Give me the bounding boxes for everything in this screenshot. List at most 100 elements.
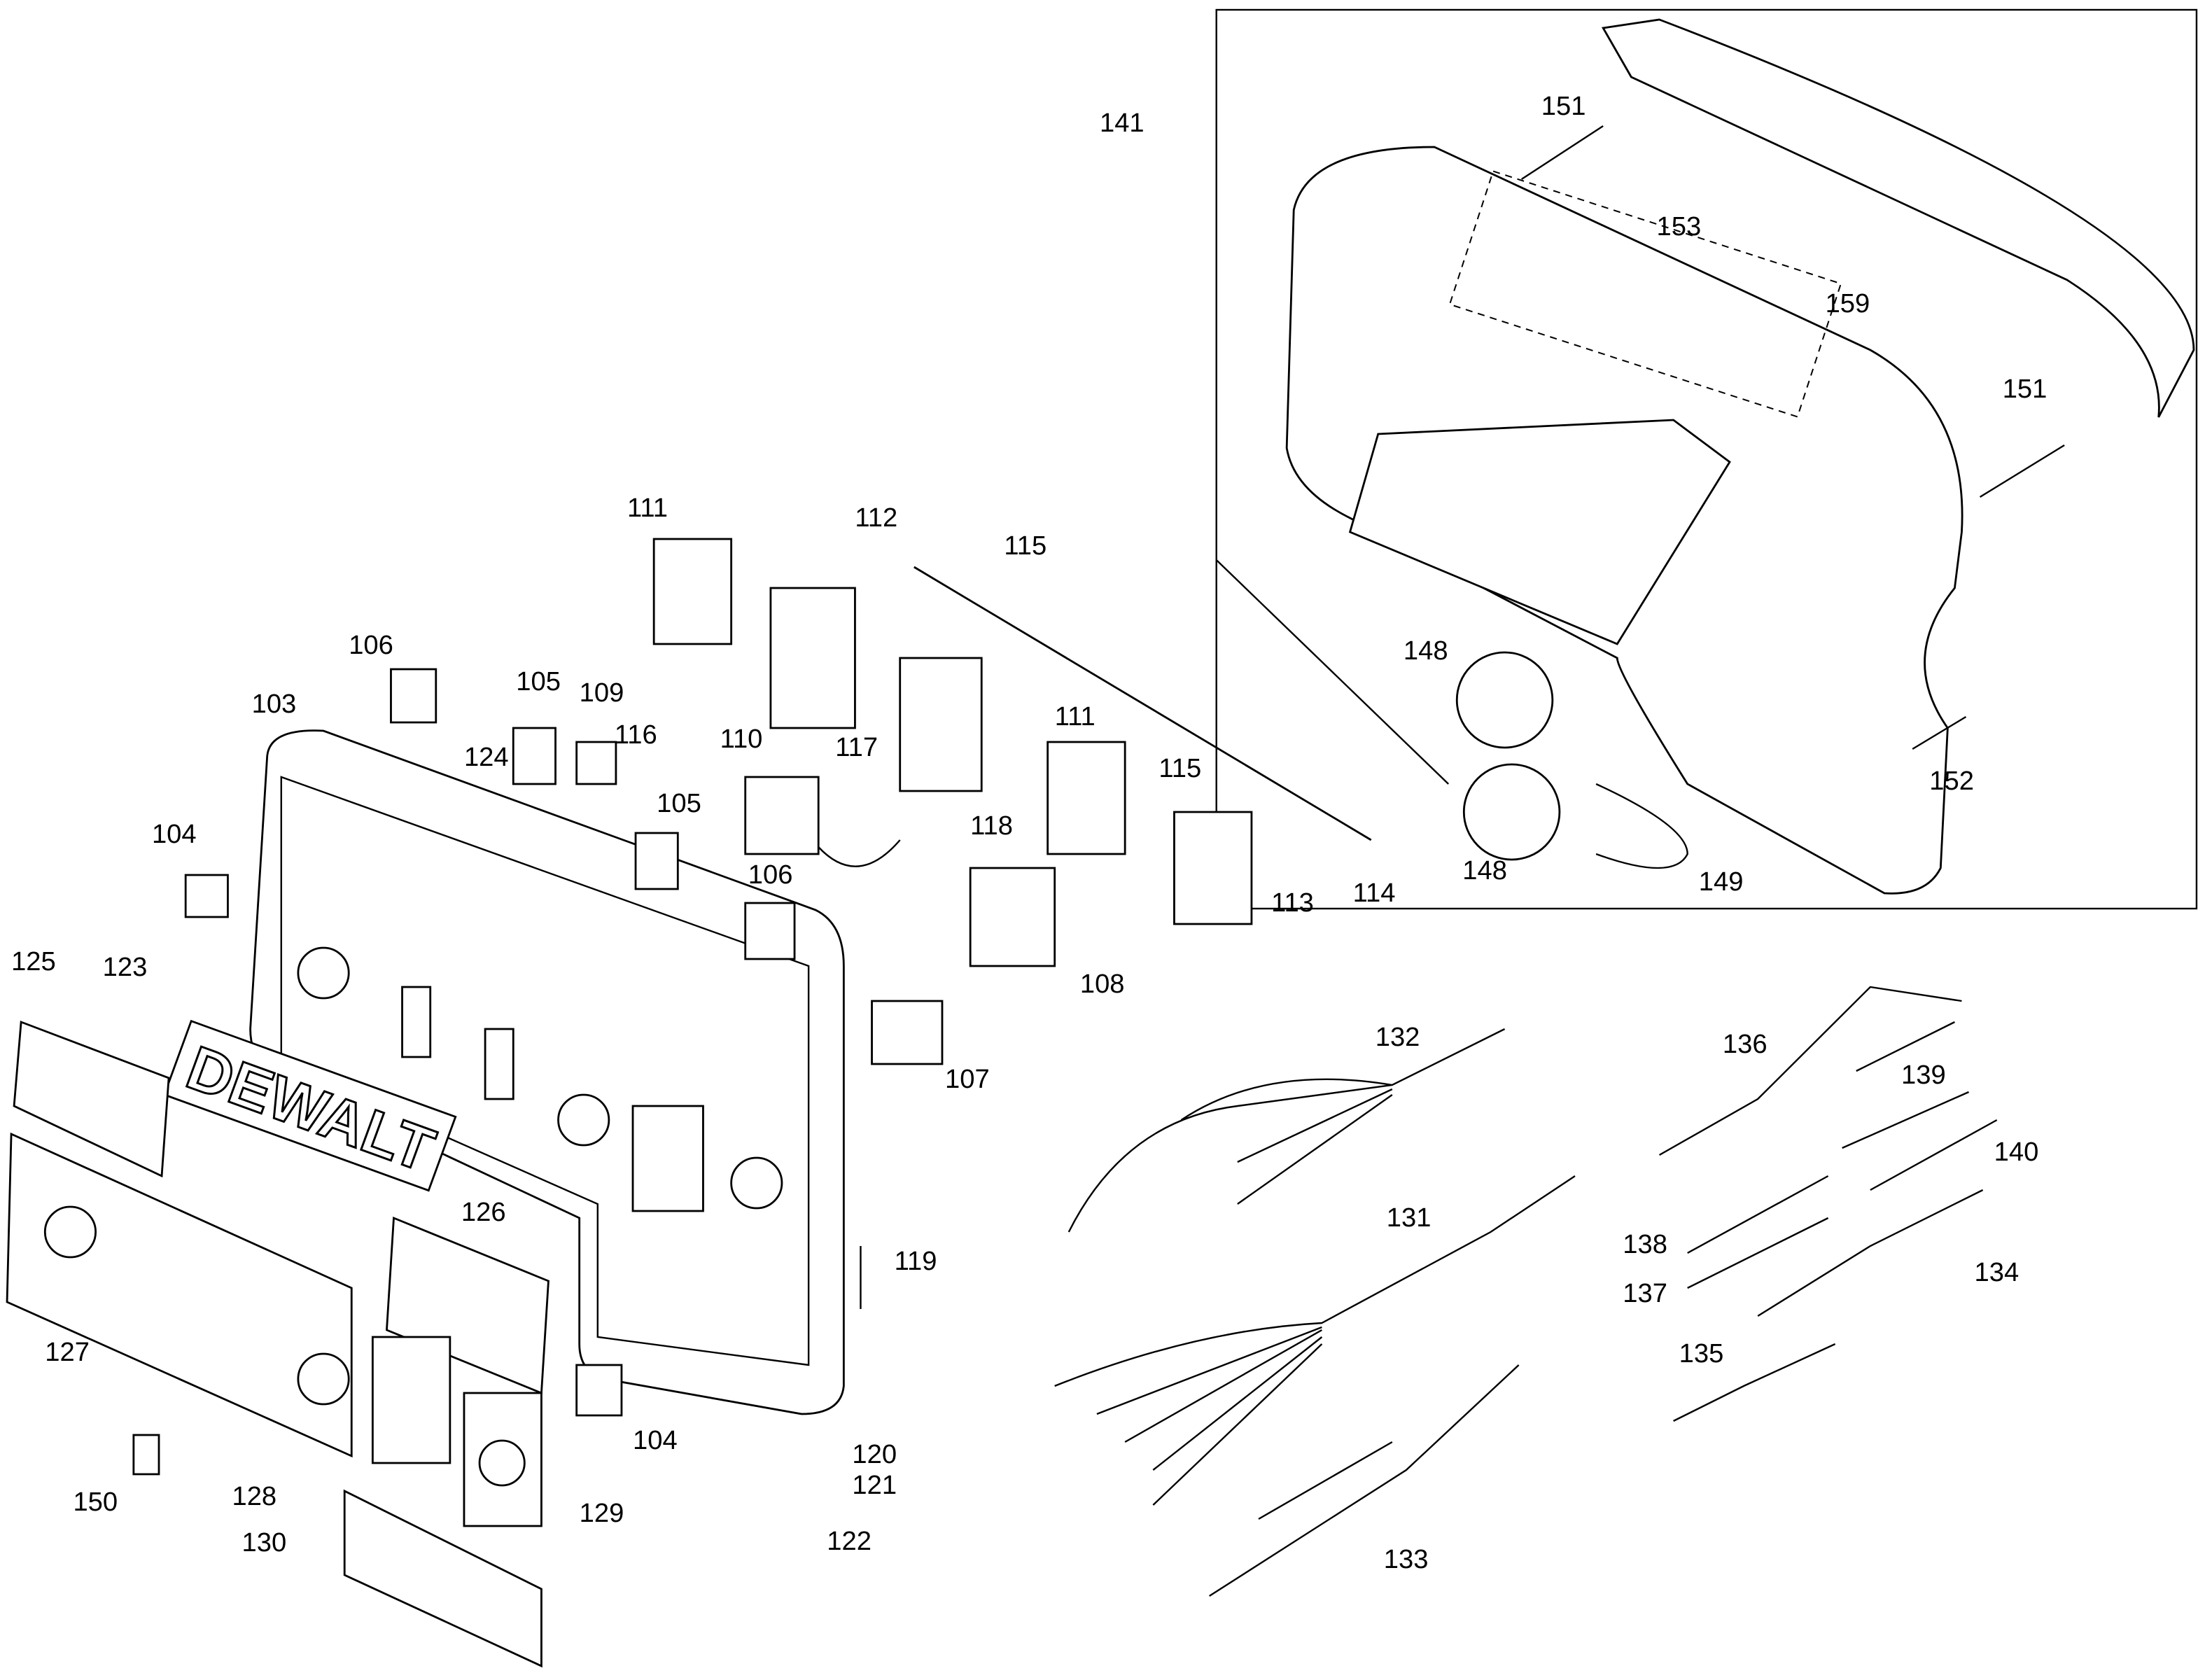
part-label-121: 121 (852, 1471, 897, 1500)
part-label-126: 126 (461, 1198, 506, 1227)
part-label-107: 107 (945, 1065, 990, 1094)
harness-132 (1068, 1028, 1506, 1233)
part-label-104: 104 (633, 1426, 678, 1455)
receptacle-111b (1046, 741, 1126, 855)
capacitor-top (1455, 651, 1554, 749)
part-label-122: 122 (827, 1527, 872, 1556)
bolt-151-b (1979, 444, 2065, 498)
part-label-111: 111 (627, 493, 668, 523)
decal-125 (13, 1021, 170, 1178)
transformer-block (1348, 419, 1731, 645)
part-label-124: 124 (464, 743, 509, 772)
assembly-141-frame (1215, 8, 2198, 910)
gfci-112 (769, 587, 856, 729)
part-label-131: 131 (1387, 1203, 1432, 1233)
harness-134 (1757, 1189, 1984, 1317)
part-label-125: 125 (11, 947, 56, 976)
panel-slot (401, 986, 432, 1058)
part-label-106: 106 (748, 860, 793, 890)
device-108 (969, 867, 1056, 967)
part-label-141: 141 (1100, 108, 1144, 138)
part-label-108: 108 (1080, 969, 1125, 999)
panel-slot (484, 1028, 514, 1100)
part-label-104: 104 (152, 820, 197, 849)
decal-127 (6, 1132, 353, 1458)
part-label-139: 139 (1901, 1060, 1946, 1090)
part-label-114: 114 (1353, 878, 1396, 908)
panel-hole (730, 1156, 783, 1210)
part-label-115: 115 (1004, 531, 1046, 561)
receptacle-113 (1173, 811, 1253, 925)
control-box-cover (1601, 18, 2195, 418)
part-label-118: 118 (970, 811, 1013, 841)
harness-139 (1842, 1091, 1969, 1149)
module-110-cable (818, 839, 901, 867)
bolt-151-a (1521, 125, 1604, 181)
part-label-152: 152 (1929, 766, 1974, 796)
part-label-111: 111 (1055, 702, 1096, 732)
part-label-148: 148 (1462, 856, 1507, 886)
rocker-switch-104 (184, 874, 229, 918)
harness-133 (1209, 1364, 1520, 1597)
bolt-152 (1912, 715, 1967, 750)
decal-127-hole (297, 1352, 350, 1406)
part-label-135: 135 (1679, 1339, 1724, 1368)
part-label-127: 127 (45, 1338, 90, 1367)
part-label-150: 150 (73, 1488, 118, 1517)
part-label-119: 119 (895, 1247, 937, 1276)
part-label-117: 117 (835, 733, 878, 762)
gfci-112b (899, 657, 983, 792)
part-label-109: 109 (580, 678, 624, 708)
breaker-106 (390, 668, 438, 724)
decal-130 (343, 1489, 542, 1668)
part-label-136: 136 (1723, 1030, 1768, 1059)
part-label-149: 149 (1699, 867, 1744, 897)
part-label-116: 116 (615, 720, 657, 750)
decal-150 (132, 1434, 160, 1476)
receptacle-111 (652, 538, 733, 645)
part-label-105: 105 (657, 789, 701, 818)
part-label-151: 151 (2003, 374, 2047, 404)
harness-137 (1687, 1217, 1829, 1289)
part-label-148: 148 (1404, 636, 1448, 666)
part-label-113: 113 (1271, 888, 1314, 918)
decal-127-hole (43, 1205, 97, 1259)
rocker-switch-104b (575, 1364, 623, 1417)
panel-hole (297, 946, 350, 1000)
part-label-106: 106 (349, 631, 393, 660)
breaker-106b (744, 902, 796, 960)
part-label-132: 132 (1376, 1023, 1420, 1052)
part-label-134: 134 (1975, 1258, 2019, 1287)
capacitor-bottom (1462, 763, 1561, 861)
harness-136 (1658, 986, 1962, 1156)
harness-138 (1687, 1175, 1829, 1254)
part-label-103: 103 (252, 690, 297, 719)
leader-141-box (1215, 559, 1450, 785)
indicator-109 (575, 741, 617, 785)
part-label-153: 153 (1657, 212, 1702, 241)
part-label-115: 115 (1158, 754, 1201, 783)
part-label-137: 137 (1623, 1279, 1667, 1308)
bracket-114 (913, 566, 1372, 841)
switch-107 (871, 1000, 944, 1065)
harness-135 (1673, 1343, 1836, 1422)
harness-131 (1054, 1175, 1576, 1506)
part-label-159: 159 (1826, 289, 1870, 318)
part-label-123: 123 (103, 953, 148, 982)
dashed-label-area (1448, 170, 1842, 418)
decal-129-hole (478, 1439, 526, 1487)
part-label-110: 110 (720, 724, 763, 754)
decal-128 (371, 1336, 451, 1464)
panel-window (631, 1105, 704, 1212)
part-label-133: 133 (1384, 1545, 1429, 1574)
part-label-128: 128 (232, 1482, 276, 1511)
part-label-140: 140 (1994, 1138, 2039, 1167)
part-label-138: 138 (1623, 1230, 1667, 1259)
part-label-130: 130 (242, 1528, 287, 1558)
part-label-112: 112 (855, 503, 897, 533)
capacitor-wire (1595, 783, 1688, 869)
panel-hole (557, 1093, 610, 1147)
part-label-120: 120 (852, 1440, 897, 1469)
